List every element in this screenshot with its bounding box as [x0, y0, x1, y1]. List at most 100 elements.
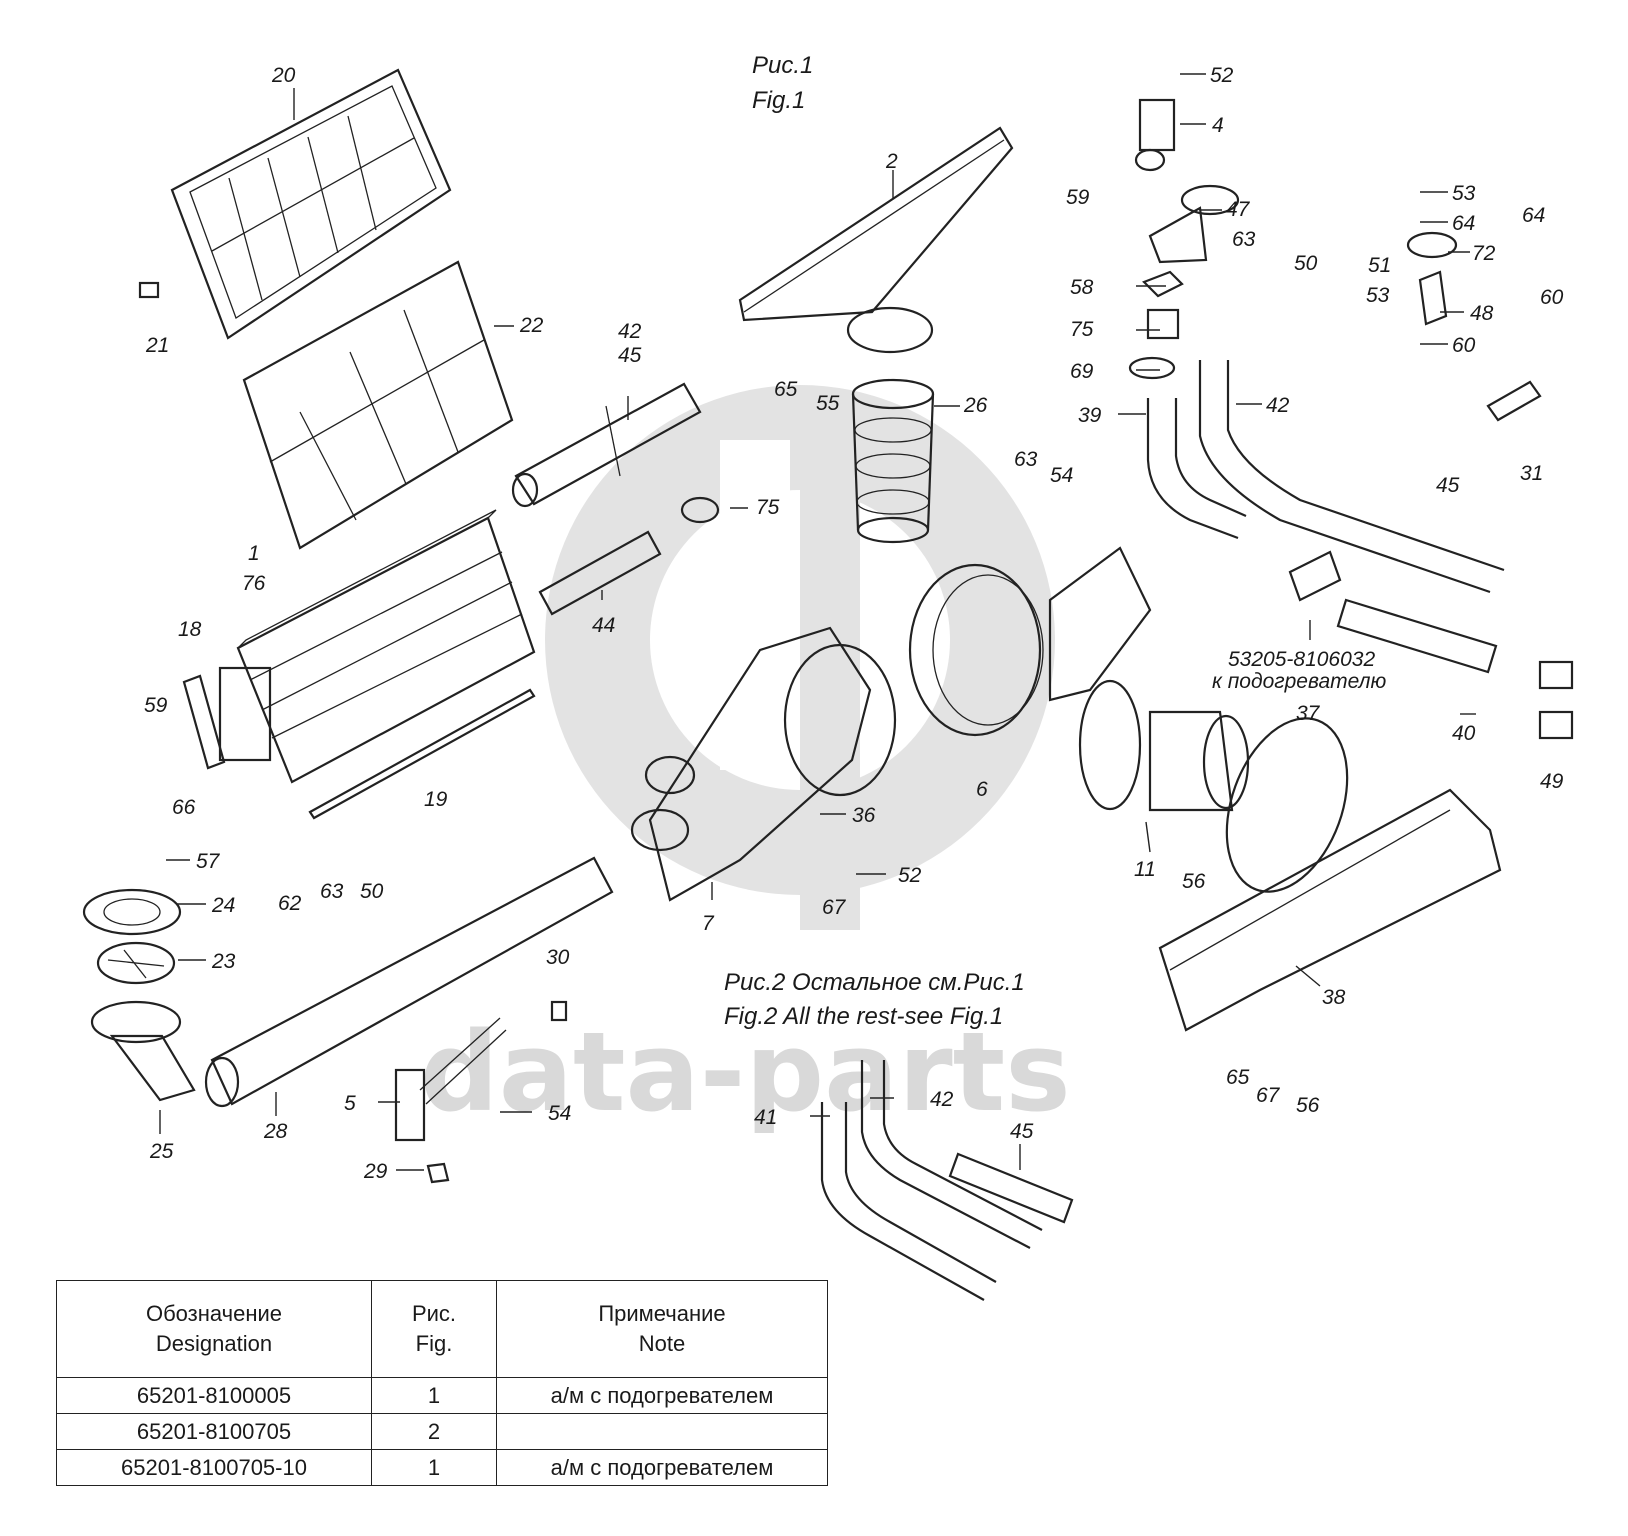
callout-72: 72	[1472, 242, 1496, 265]
air-duct-part	[738, 126, 1014, 354]
callout-40: 40	[1452, 722, 1476, 745]
callout-51: 51	[1368, 254, 1391, 277]
header-note: Примечание Note	[496, 1280, 828, 1378]
callout-48: 48	[1470, 302, 1494, 325]
callout-49: 49	[1540, 770, 1564, 793]
table-row: 65201-8100705 2	[56, 1413, 828, 1450]
tee-part	[1288, 550, 1342, 602]
header-fig-ru: Рис.	[411, 1301, 457, 1326]
tube-part-44	[538, 530, 662, 616]
header-fig-en: Fig.	[415, 1331, 453, 1356]
callout-42-top: 42	[618, 320, 642, 343]
callout-28: 28	[263, 1120, 288, 1143]
plate-part	[182, 674, 226, 770]
callout-66: 66	[172, 796, 196, 819]
cover-part-38	[1158, 788, 1502, 1032]
cell-note: а/м с подогревателем	[496, 1449, 828, 1486]
callout-54-low: 54	[548, 1102, 571, 1125]
cell-designation: 65201-8100705	[56, 1413, 372, 1450]
callout-76: 76	[242, 572, 266, 595]
callout-labels: 20 21 22 1 76 18 59 66 19 42 45 75 44 2 …	[144, 64, 1564, 1183]
fig2-caption-en: Fig.2 All the rest-see Fig.1	[724, 1003, 1003, 1030]
pipe-part-39	[1146, 398, 1247, 540]
callout-55: 55	[816, 392, 840, 415]
callout-67-mid: 67	[822, 896, 847, 919]
callout-75-right: 75	[1070, 318, 1094, 341]
callout-63-low: 63	[320, 880, 344, 903]
pipe-part-45-fig2	[948, 1152, 1074, 1224]
cell-note: а/м с подогревателем	[496, 1377, 828, 1414]
callout-2: 2	[885, 150, 898, 173]
callout-62: 62	[278, 892, 302, 915]
callout-59-left: 59	[144, 694, 168, 717]
clamp-part-75	[1146, 308, 1180, 340]
callout-11: 11	[1134, 858, 1156, 881]
callout-67-low: 67	[1256, 1084, 1281, 1107]
callout-20: 20	[271, 64, 296, 87]
header-designation-ru: Обозначение	[145, 1301, 283, 1326]
callout-63-mid: 63	[1014, 448, 1038, 471]
callout-30: 30	[546, 946, 570, 969]
callout-29: 29	[363, 1160, 388, 1183]
callout-47: 47	[1226, 198, 1251, 221]
callout-1: 1	[248, 542, 260, 565]
callout-65-low: 65	[1226, 1066, 1250, 1089]
clamp-ring-part-69	[1128, 356, 1176, 380]
callout-64-right: 64	[1522, 204, 1545, 227]
radiator-part	[218, 509, 536, 784]
cell-fig: 1	[371, 1377, 497, 1414]
corrugated-hose-part-28	[204, 856, 614, 1108]
table-header-row: Обозначение Designation Рис. Fig. Примеч…	[56, 1280, 828, 1378]
callout-19: 19	[424, 788, 448, 811]
callout-54-top: 54	[1050, 464, 1073, 487]
callout-44: 44	[592, 614, 615, 637]
heater-ref-note: к подогревателю	[1212, 670, 1386, 693]
designation-table: Обозначение Designation Рис. Fig. Примеч…	[56, 1280, 828, 1486]
grommet-part-30	[550, 1000, 568, 1022]
corrugated-hose-part-26	[851, 378, 935, 544]
bracket-part-47	[1148, 184, 1240, 264]
callout-23: 23	[211, 950, 236, 973]
callout-65-top: 65	[774, 378, 798, 401]
cell-fig: 2	[371, 1413, 497, 1450]
callout-7: 7	[702, 912, 715, 935]
header-note-en: Note	[638, 1331, 686, 1356]
callout-36: 36	[852, 804, 876, 827]
pipe-part-41	[820, 1102, 997, 1301]
callout-25: 25	[149, 1140, 174, 1163]
callout-18: 18	[178, 618, 202, 641]
fig1-title-en: Fig.1	[752, 87, 805, 114]
fan-housing-part-6	[908, 546, 1152, 737]
callout-69: 69	[1070, 360, 1094, 383]
nozzle-part-25	[90, 1000, 196, 1102]
valve-part-4	[1134, 98, 1176, 172]
watermark-logo	[545, 385, 1055, 930]
cell-fig: 1	[371, 1449, 497, 1486]
callout-64-mid: 64	[1452, 212, 1475, 235]
callout-58: 58	[1070, 276, 1094, 299]
clip-part	[138, 281, 160, 299]
pipe-part-40	[1336, 598, 1498, 674]
callout-50-top: 50	[1294, 252, 1318, 275]
callout-21: 21	[145, 334, 169, 357]
header-designation-en: Designation	[155, 1331, 273, 1356]
callout-24: 24	[211, 894, 235, 917]
fitting-part-49	[1538, 660, 1574, 740]
callout-52-top: 52	[1210, 64, 1234, 87]
fan-housing-part-7	[630, 626, 897, 902]
table-row: 65201-8100005 1 а/м с подогревателем	[56, 1377, 828, 1414]
pipe-part-42-right	[1198, 360, 1505, 594]
mesh-filter-part	[242, 260, 514, 550]
callout-6: 6	[976, 778, 988, 801]
header-designation: Обозначение Designation	[56, 1280, 372, 1378]
callout-4: 4	[1212, 114, 1224, 137]
callout-38: 38	[1322, 986, 1346, 1009]
cell-designation: 65201-8100005	[56, 1377, 372, 1414]
gasket-part-37	[1225, 717, 1349, 893]
callout-56-low: 56	[1296, 1094, 1320, 1117]
flange-part-24	[82, 888, 182, 936]
fan-motor-part	[1078, 679, 1250, 812]
callout-42-low: 42	[930, 1088, 954, 1111]
callout-50-low: 50	[360, 880, 384, 903]
